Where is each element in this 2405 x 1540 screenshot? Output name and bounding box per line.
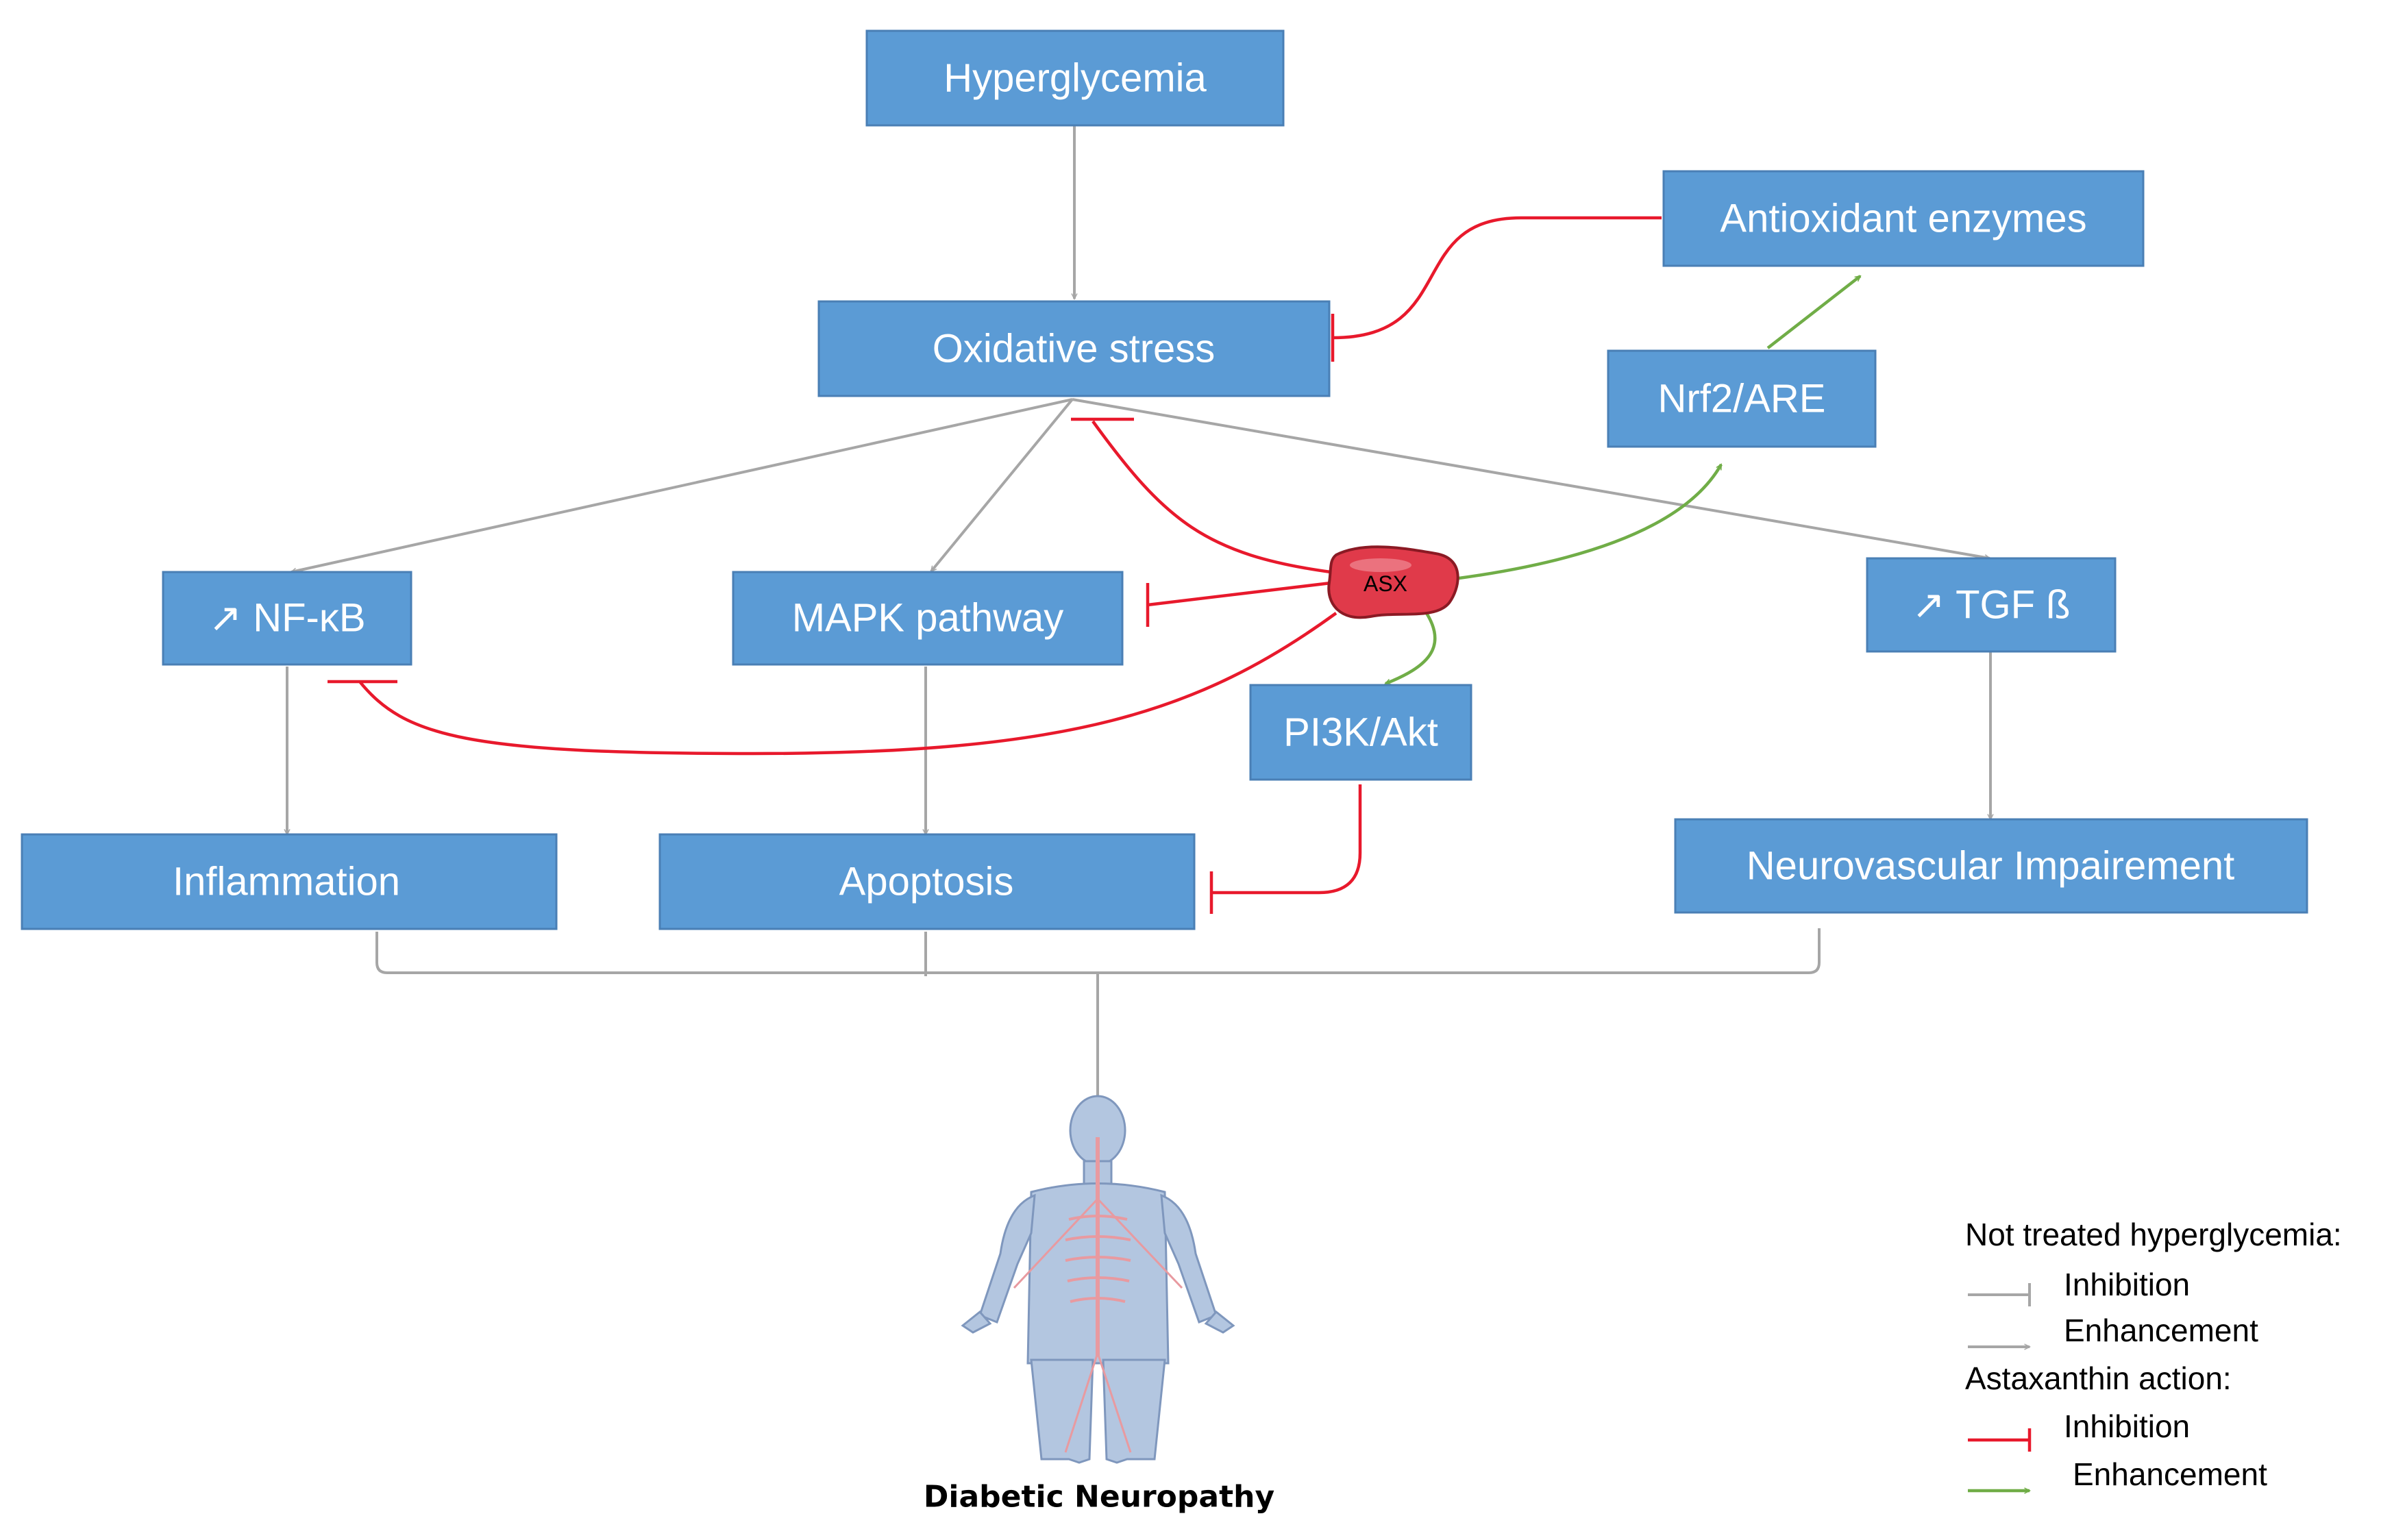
- green-enhancers: [1385, 275, 1860, 686]
- node-apoptosis-label: Apoptosis: [839, 860, 1014, 904]
- inhibit-asx-to-mapk: [1147, 581, 1331, 607]
- asx-label: ASX: [1364, 571, 1407, 596]
- node-pi3k: PI3K/Akt: [1249, 684, 1472, 781]
- legend-not-treated-title: Not treated hyperglycemia:: [1965, 1217, 2342, 1252]
- enhance-nrf2-to-antioxidant: [1766, 275, 1860, 349]
- legend-astaxanthin-enhancement: Enhancement: [2073, 1456, 2267, 1492]
- inhibit-pi3k-to-apoptosis: [1211, 784, 1362, 895]
- node-nrf2-are: Nrf2/ARE: [1607, 349, 1877, 448]
- node-nfkb-label: ↗ NF-κB: [208, 596, 365, 641]
- node-mapk-label: MAPK pathway: [792, 596, 1064, 641]
- human-body-icon: [961, 1095, 1235, 1464]
- node-hyperglycemia-label: Hyperglycemia: [944, 56, 1207, 101]
- legend-astaxanthin-title: Astaxanthin action:: [1965, 1361, 2232, 1396]
- outcome-label: Diabetic Neuropathy: [924, 1480, 1274, 1515]
- node-tgfb-label: ↗ TGF ß: [1912, 583, 2070, 628]
- arrow-oxidative-stress-to-tgfb: [1072, 398, 1990, 558]
- legend-not-treated-inhibition: Inhibition: [2064, 1267, 2190, 1302]
- node-apoptosis: Apoptosis: [658, 833, 1196, 930]
- node-antioxidant-enzymes: Antioxidant enzymes: [1662, 170, 2145, 267]
- node-inflammation-label: Inflammation: [173, 860, 400, 904]
- enhance-asx-to-nrf2: [1453, 464, 1723, 581]
- legend-astaxanthin-inhibition: Inhibition: [2064, 1408, 2190, 1444]
- node-antioxidant-enzymes-label: Antioxidant enzymes: [1720, 197, 2086, 241]
- node-nfkb: ↗ NF-κB: [162, 571, 412, 666]
- enhance-asx-to-pi3k: [1385, 605, 1437, 686]
- arrow-oxidative-stress-to-nfkb: [291, 398, 1073, 572]
- inhibit-antioxidant-to-oxidative: [1332, 216, 1662, 340]
- red-inhibitors: [328, 216, 1662, 914]
- node-oxidative-stress: Oxidative stress: [817, 300, 1331, 397]
- node-nrf2-are-label: Nrf2/ARE: [1658, 377, 1826, 421]
- bracket-merge: [375, 928, 1821, 974]
- legend: Not treated hyperglycemia: Inhibition En…: [1965, 1217, 2342, 1492]
- node-inflammation: Inflammation: [21, 833, 558, 930]
- node-neurovascular: Neurovascular Impairement: [1674, 818, 2308, 914]
- node-tgfb: ↗ TGF ß: [1866, 557, 2117, 653]
- arrow-oxidative-stress-to-mapk: [930, 398, 1074, 571]
- asx-molecule: ASX: [1327, 545, 1459, 619]
- inhibit-asx-to-nfkb: [358, 612, 1337, 756]
- node-mapk: MAPK pathway: [732, 571, 1124, 666]
- legend-not-treated-enhancement: Enhancement: [2064, 1313, 2258, 1348]
- grey-connectors: [287, 125, 1990, 1101]
- node-oxidative-stress-label: Oxidative stress: [933, 327, 1216, 371]
- node-hyperglycemia: Hyperglycemia: [865, 29, 1285, 127]
- node-neurovascular-label: Neurovascular Impairement: [1747, 844, 2234, 889]
- inhibit-asx-to-oxidative: [1092, 420, 1331, 574]
- node-pi3k-label: PI3K/Akt: [1283, 710, 1438, 755]
